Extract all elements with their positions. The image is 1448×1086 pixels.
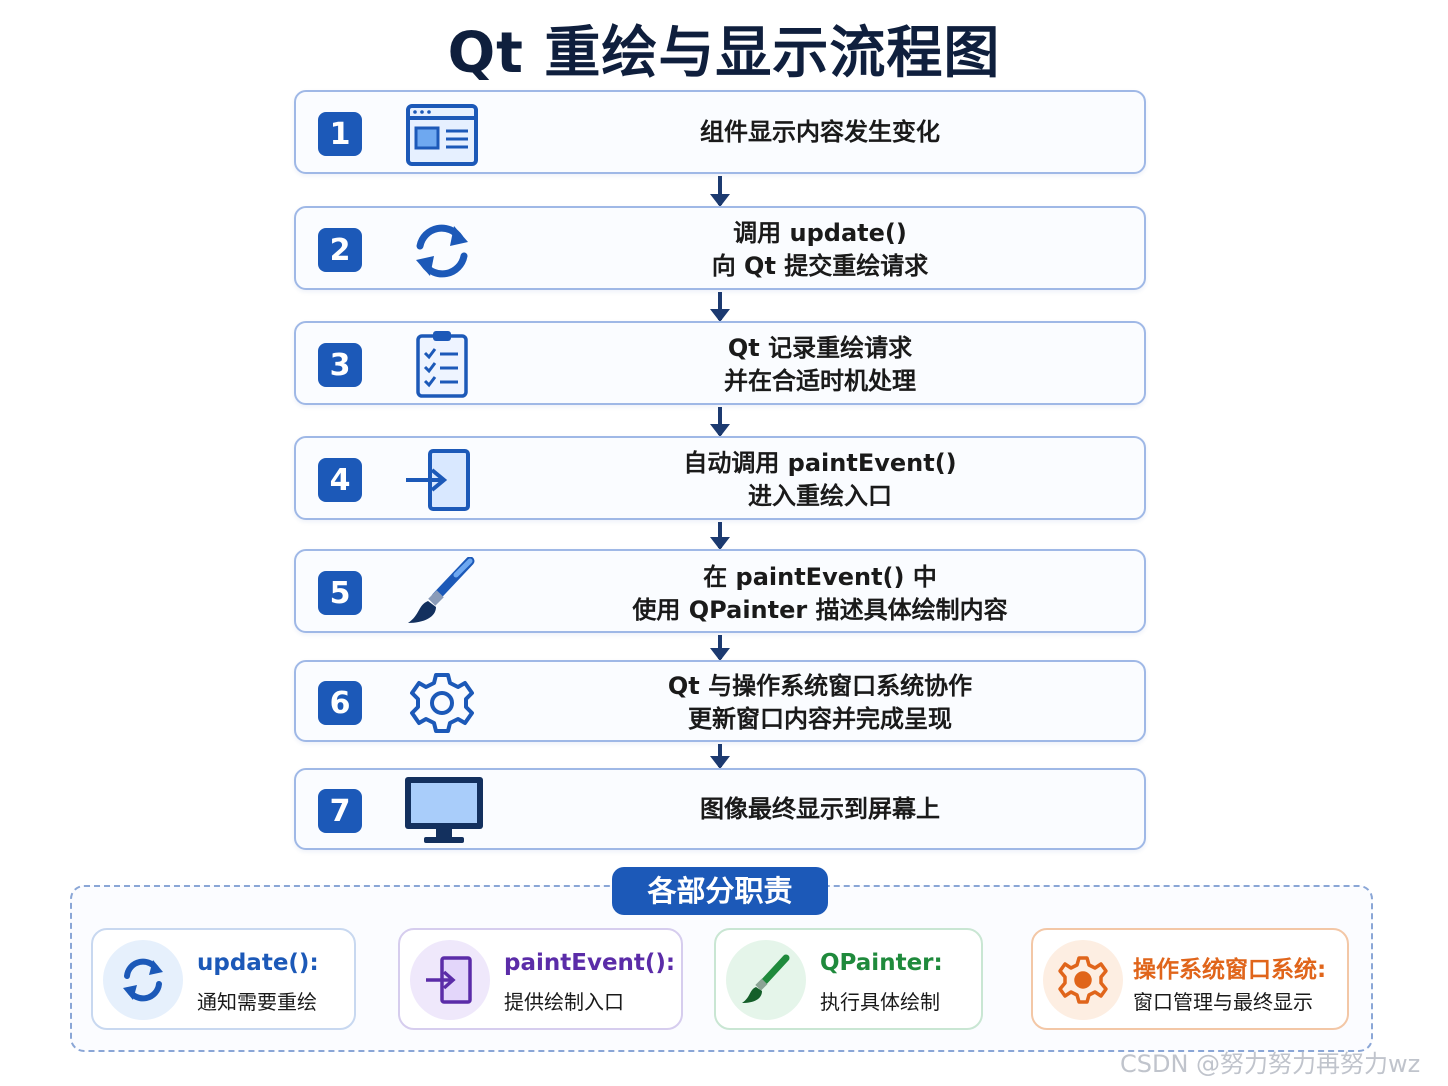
step-text: Qt 与操作系统窗口系统协作 更新窗口内容并完成呈现 bbox=[516, 670, 1124, 736]
card-title: paintEvent(): bbox=[504, 950, 676, 976]
paintbrush-icon bbox=[726, 940, 806, 1020]
step-line: Qt 记录重绘请求 bbox=[727, 334, 913, 362]
monitor-icon bbox=[402, 774, 486, 848]
step-line: Qt 与操作系统窗口系统协作 bbox=[667, 672, 973, 700]
step-number-badge: 5 bbox=[318, 571, 362, 615]
step-number-badge: 2 bbox=[318, 228, 362, 272]
card-desc: 通知需要重绘 bbox=[197, 990, 317, 1014]
card-qpainter: QPainter: 执行具体绘制 bbox=[714, 928, 983, 1030]
flow-arrow bbox=[710, 522, 730, 550]
clipboard-checklist-icon bbox=[402, 329, 482, 399]
step-line: 在 paintEvent() 中 bbox=[703, 563, 937, 591]
flow-arrow bbox=[710, 407, 730, 437]
step-6: 6 Qt 与操作系统窗口系统协作 更新窗口内容并完成呈现 bbox=[294, 660, 1146, 742]
flow-arrow bbox=[710, 176, 730, 207]
flow-arrow bbox=[710, 744, 730, 769]
step-7: 7 图像最终显示到屏幕上 bbox=[294, 768, 1146, 850]
step-line: 使用 QPainter 描述具体绘制内容 bbox=[632, 596, 1008, 624]
flow-arrow bbox=[710, 292, 730, 322]
window-icon bbox=[402, 100, 482, 170]
watermark: CSDN @努力努力再努力wz bbox=[1120, 1050, 1421, 1078]
gear-icon bbox=[402, 668, 482, 738]
step-line: 进入重绘入口 bbox=[748, 482, 892, 510]
card-title: 操作系统窗口系统: bbox=[1133, 957, 1327, 983]
step-5: 5 在 paintEvent() 中 使用 QPainter 描述具体绘制内容 bbox=[294, 549, 1146, 633]
gear-icon bbox=[1043, 940, 1123, 1020]
diagram-title: Qt 重绘与显示流程图 bbox=[447, 21, 1001, 86]
paintbrush-icon bbox=[402, 557, 482, 627]
card-desc: 执行具体绘制 bbox=[820, 990, 940, 1014]
step-1: 1 组件显示内容发生变化 bbox=[294, 90, 1146, 174]
step-text: 图像最终显示到屏幕上 bbox=[516, 793, 1124, 826]
card-desc: 提供绘制入口 bbox=[504, 990, 624, 1014]
step-line: 组件显示内容发生变化 bbox=[700, 118, 940, 146]
refresh-icon bbox=[103, 940, 183, 1020]
step-line: 调用 update() bbox=[733, 219, 907, 247]
step-4: 4 自动调用 paintEvent() 进入重绘入口 bbox=[294, 436, 1146, 520]
flow-arrow bbox=[710, 635, 730, 661]
enter-icon bbox=[410, 940, 490, 1020]
card-title: update(): bbox=[197, 950, 319, 976]
step-text: 组件显示内容发生变化 bbox=[516, 116, 1124, 149]
card-update: update(): 通知需要重绘 bbox=[91, 928, 356, 1030]
card-desc: 窗口管理与最终显示 bbox=[1133, 990, 1313, 1014]
enter-icon bbox=[402, 446, 482, 516]
step-text: 调用 update() 向 Qt 提交重绘请求 bbox=[516, 217, 1124, 283]
step-line: 自动调用 paintEvent() bbox=[683, 449, 957, 477]
step-number-badge: 4 bbox=[318, 458, 362, 502]
step-text: 自动调用 paintEvent() 进入重绘入口 bbox=[516, 447, 1124, 513]
step-line: 图像最终显示到屏幕上 bbox=[700, 795, 940, 823]
step-number-badge: 6 bbox=[318, 681, 362, 725]
step-3: 3 Qt 记录重绘请求 并在合适时机处理 bbox=[294, 321, 1146, 405]
step-text: Qt 记录重绘请求 并在合适时机处理 bbox=[516, 332, 1124, 398]
refresh-icon bbox=[402, 216, 482, 286]
step-number-badge: 3 bbox=[318, 343, 362, 387]
step-line: 更新窗口内容并完成呈现 bbox=[688, 705, 952, 733]
flow-steps: 1 组件显示内容发生变化 2 bbox=[294, 90, 1146, 850]
card-title: QPainter: bbox=[820, 950, 943, 976]
card-os-window-system: 操作系统窗口系统: 窗口管理与最终显示 bbox=[1031, 928, 1349, 1030]
step-number-badge: 1 bbox=[318, 112, 362, 156]
step-line: 并在合适时机处理 bbox=[724, 367, 916, 395]
card-paintevent: paintEvent(): 提供绘制入口 bbox=[398, 928, 683, 1030]
step-number-badge: 7 bbox=[318, 789, 362, 833]
step-2: 2 调用 update() 向 Qt 提交重绘请求 bbox=[294, 206, 1146, 290]
step-text: 在 paintEvent() 中 使用 QPainter 描述具体绘制内容 bbox=[516, 561, 1124, 627]
step-line: 向 Qt 提交重绘请求 bbox=[711, 252, 929, 280]
responsibilities-title: 各部分职责 bbox=[612, 867, 828, 915]
